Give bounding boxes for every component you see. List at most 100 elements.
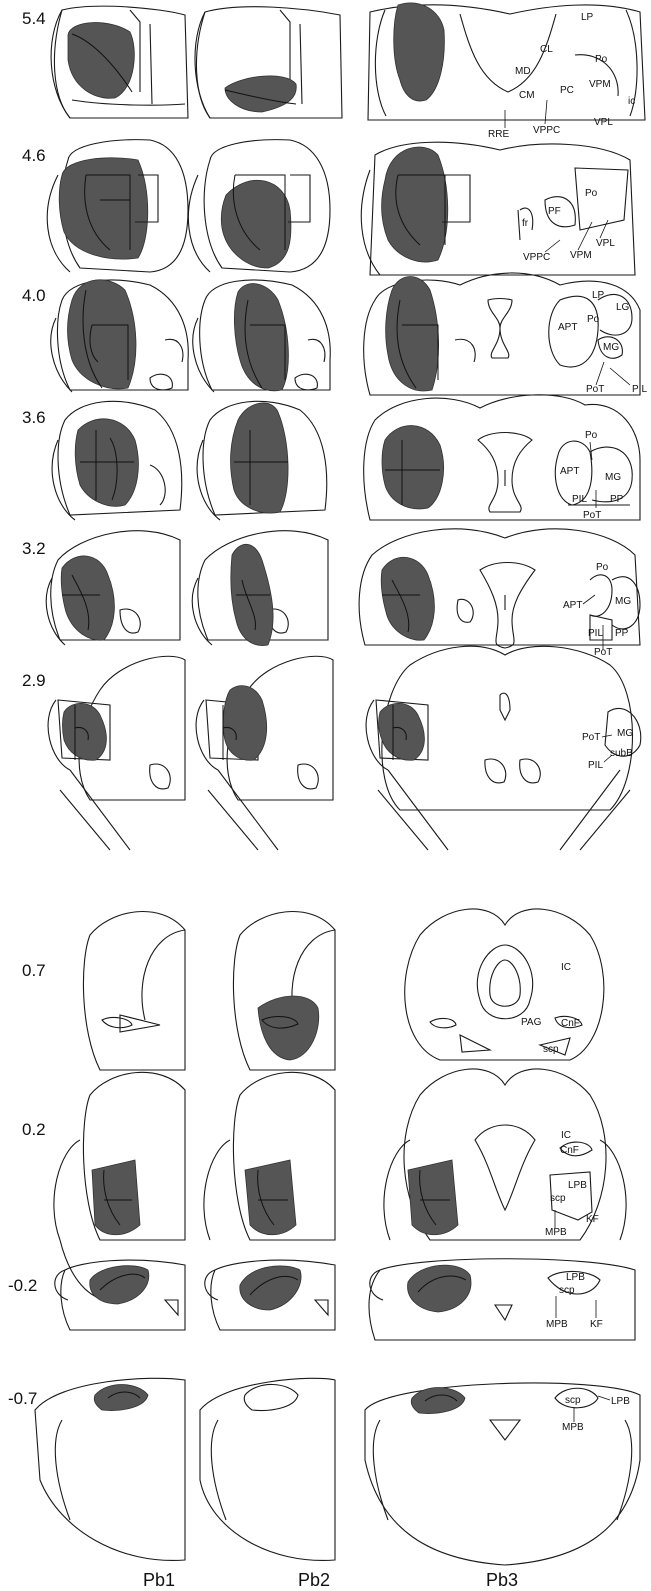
- region-label: VPL: [594, 117, 613, 128]
- section-pb2-row5: [196, 656, 333, 850]
- region-label: KF: [590, 1319, 603, 1330]
- region-label: CL: [540, 44, 553, 55]
- section-pb2-row7: [204, 1072, 335, 1240]
- section-pb1-row2: [51, 280, 188, 392]
- region-label: MG: [603, 342, 619, 353]
- region-label: Po: [587, 314, 600, 325]
- region-label: LP: [592, 290, 605, 301]
- region-label: MPB: [562, 1422, 584, 1433]
- section-pb2-row0: [195, 7, 342, 118]
- pb3-row0-labels: LP CL Po MD VPM CM PC ic VPL RRE VPPC: [488, 12, 635, 140]
- region-label: PC: [560, 85, 574, 96]
- section-pb1-row3: [52, 401, 182, 520]
- region-label: VPM: [589, 79, 611, 90]
- section-pb2-row3: [197, 401, 327, 520]
- region-label: APT: [560, 466, 579, 477]
- region-label: CnF: [560, 1145, 579, 1156]
- region-label: LPB: [611, 1396, 630, 1407]
- region-label: Po: [585, 430, 598, 441]
- pb3-row5-labels: MG PoT subB PIL: [582, 728, 633, 771]
- region-label: PIL: [632, 384, 647, 395]
- region-label: MD: [515, 66, 531, 77]
- region-label: VPPC: [523, 252, 550, 263]
- section-pb3-row5: [366, 646, 641, 850]
- level-label-1: 4.6: [22, 146, 46, 165]
- region-label: IC: [561, 1130, 571, 1141]
- region-label: VPPC: [533, 125, 560, 136]
- region-label: Po: [596, 562, 609, 573]
- section-pb1-row0: [51, 6, 188, 118]
- region-label: KF: [586, 1214, 599, 1225]
- level-labels: 5.4 4.6 4.0 3.6 3.2 2.9 0.7 0.2 -0.2 -0.…: [8, 9, 46, 1408]
- section-pb3-row1: [361, 142, 635, 275]
- section-pb2-row6: [233, 911, 335, 1070]
- section-row-2: LP LG APT Po MG PoT PIL: [51, 273, 648, 395]
- region-label: LP: [581, 12, 594, 23]
- section-pb1-row6: [83, 911, 185, 1070]
- section-row-6: IC PAG CnF scp: [83, 909, 603, 1070]
- region-label: CnF: [561, 1018, 580, 1029]
- region-label: Po: [595, 54, 608, 65]
- section-pb2-row4: [192, 531, 328, 646]
- section-pb1-row1: [47, 140, 188, 272]
- level-label-6: 0.7: [22, 961, 46, 980]
- section-pb2-row9: [200, 1378, 335, 1560]
- section-row-3: Po APT MG PIL PP PoT: [52, 395, 640, 521]
- level-label-5: 2.9: [22, 671, 46, 690]
- region-label: RRE: [488, 129, 509, 140]
- level-label-9: -0.7: [8, 1389, 37, 1408]
- pb3-row2-labels: LP LG APT Po MG PoT PIL: [558, 290, 647, 395]
- section-pb3-row3: [364, 395, 640, 520]
- section-row-5: MG PoT subB PIL: [48, 646, 641, 850]
- region-label: MPB: [546, 1319, 568, 1330]
- section-pb2-row8: [205, 1260, 335, 1330]
- region-label: LPB: [566, 1272, 585, 1283]
- level-label-8: -0.2: [8, 1276, 37, 1295]
- region-label: scp: [565, 1395, 581, 1406]
- region-label: PoT: [582, 732, 600, 743]
- region-label: subB: [610, 748, 633, 759]
- pb3-row6-labels: IC PAG CnF scp: [521, 962, 580, 1055]
- section-row-7: IC CnF LPB scp KF MPB: [54, 1069, 626, 1300]
- region-label: MPB: [545, 1227, 567, 1238]
- section-pb2-row1: [188, 140, 330, 272]
- region-label: APT: [563, 600, 582, 611]
- section-pb1-row5: [48, 656, 185, 850]
- region-label: PIL: [588, 760, 603, 771]
- column-label-pb1: Pb1: [143, 1570, 175, 1590]
- level-label-3: 3.6: [22, 408, 46, 427]
- region-label: PP: [615, 628, 629, 639]
- region-label: PIL: [572, 494, 587, 505]
- level-label-2: 4.0: [22, 286, 46, 305]
- section-pb3-row9: [365, 1383, 640, 1565]
- level-label-7: 0.2: [22, 1120, 46, 1139]
- region-label: LPB: [568, 1180, 587, 1191]
- region-label: VPM: [570, 250, 592, 261]
- section-row-1: PF Po fr VPL VPPC VPM: [47, 140, 635, 275]
- region-label: PIL: [588, 628, 603, 639]
- region-label: scp: [543, 1044, 559, 1055]
- region-label: MG: [617, 728, 633, 739]
- region-label: APT: [558, 322, 577, 333]
- column-label-pb3: Pb3: [486, 1570, 518, 1590]
- region-label: scp: [550, 1193, 566, 1204]
- region-label: PAG: [521, 1017, 542, 1028]
- region-label: ic: [628, 96, 635, 107]
- section-pb1-row8: [55, 1260, 185, 1330]
- level-label-0: 5.4: [22, 9, 46, 28]
- section-row-4: Po APT MG PIL PP PoT: [46, 529, 640, 658]
- section-row-8: LPB scp MPB KF: [55, 1259, 635, 1340]
- section-row-9: scp LPB MPB: [35, 1378, 640, 1565]
- region-label: Po: [585, 188, 598, 199]
- region-label: LG: [616, 302, 630, 313]
- section-row-0: LP CL Po MD VPM CM PC ic VPL RRE VPPC: [51, 3, 645, 140]
- region-label: PoT: [586, 384, 604, 395]
- region-label: MG: [605, 472, 621, 483]
- section-pb1-row4: [46, 531, 180, 645]
- section-pb1-row9: [35, 1378, 185, 1560]
- region-label: scp: [559, 1285, 575, 1296]
- region-label: PoT: [583, 510, 601, 521]
- region-label: IC: [561, 962, 571, 973]
- column-labels: Pb1 Pb2 Pb3: [143, 1570, 518, 1590]
- region-label: MG: [615, 596, 631, 607]
